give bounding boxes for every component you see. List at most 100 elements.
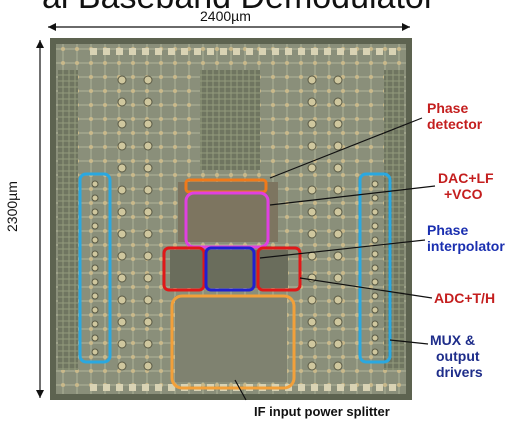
via-circle <box>143 141 153 151</box>
via-circle <box>91 250 99 258</box>
via-circle <box>307 141 317 151</box>
via-circle <box>143 163 153 173</box>
leader-lines <box>234 117 436 401</box>
bond-pad <box>168 48 175 55</box>
bond-pad <box>324 48 331 55</box>
via-circle <box>333 207 343 217</box>
via-circle <box>117 141 127 151</box>
via-circle <box>91 320 99 328</box>
via-circle <box>143 295 153 305</box>
phase-interpolator-box <box>204 246 256 292</box>
via-circle <box>143 185 153 195</box>
bond-pad <box>376 384 383 391</box>
via-circle <box>333 317 343 327</box>
bond-pad <box>168 384 175 391</box>
via-circle <box>91 222 99 230</box>
via-circle <box>143 75 153 85</box>
bond-pad <box>311 48 318 55</box>
bond-pad <box>116 384 123 391</box>
via-circle <box>333 229 343 239</box>
via-circle <box>91 180 99 188</box>
bond-pad <box>363 48 370 55</box>
via-circle <box>91 264 99 272</box>
via-circle <box>333 185 343 195</box>
bond-pad <box>246 48 253 55</box>
via-circle <box>117 273 127 283</box>
width-label: 2400µm <box>200 8 251 24</box>
via-circle <box>307 97 317 107</box>
mux-left-box <box>78 172 112 364</box>
if-splitter-label: IF input power splitter <box>254 404 390 419</box>
via-circle <box>307 295 317 305</box>
via-circle <box>307 119 317 129</box>
bond-pad <box>90 48 97 55</box>
via-circle <box>117 251 127 261</box>
bond-pad <box>181 48 188 55</box>
via-circle <box>333 163 343 173</box>
via-circle <box>371 180 379 188</box>
via-circle <box>333 251 343 261</box>
bond-pad <box>142 384 149 391</box>
via-circle <box>307 339 317 349</box>
bond-pad <box>103 48 110 55</box>
via-circle <box>143 207 153 217</box>
width-dimension <box>48 23 410 31</box>
adc-right-box <box>256 246 302 292</box>
page-title: al Baseband Demodulator <box>42 0 435 17</box>
bond-pad <box>350 48 357 55</box>
mux-output-label: MUX & output drivers <box>430 332 483 380</box>
height-dimension <box>36 40 44 398</box>
via-circle <box>371 278 379 286</box>
via-circle <box>371 334 379 342</box>
via-circle <box>91 236 99 244</box>
bond-pad <box>363 384 370 391</box>
via-circle <box>91 306 99 314</box>
via-circle <box>117 295 127 305</box>
via-circle <box>117 317 127 327</box>
bond-pad <box>389 384 396 391</box>
via-circle <box>91 334 99 342</box>
mux-right-box <box>358 172 392 364</box>
via-circle <box>143 317 153 327</box>
via-circle <box>307 229 317 239</box>
via-circle <box>307 361 317 371</box>
via-circle <box>91 194 99 202</box>
bond-pad <box>129 384 136 391</box>
via-circle <box>117 207 127 217</box>
via-circle <box>371 236 379 244</box>
via-circle <box>307 163 317 173</box>
via-circle <box>333 75 343 85</box>
bond-pad <box>220 48 227 55</box>
via-circle <box>143 339 153 349</box>
via-circle <box>371 306 379 314</box>
bond-pad <box>155 48 162 55</box>
bond-pad <box>207 48 214 55</box>
via-circle <box>333 119 343 129</box>
via-circle <box>117 119 127 129</box>
via-circle <box>333 339 343 349</box>
bond-pad <box>389 48 396 55</box>
chip-die <box>50 38 412 400</box>
via-circle <box>143 229 153 239</box>
height-label: 2300µm <box>4 181 20 232</box>
via-circle <box>117 163 127 173</box>
bond-pad <box>142 48 149 55</box>
via-circle <box>91 348 99 356</box>
via-circle <box>143 97 153 107</box>
phase-detector-label: Phase detector <box>427 100 483 132</box>
via-circle <box>117 185 127 195</box>
bond-pad <box>285 48 292 55</box>
via-circle <box>143 119 153 129</box>
via-circle <box>117 97 127 107</box>
via-circle <box>371 250 379 258</box>
bond-pad <box>298 384 305 391</box>
via-circle <box>143 251 153 261</box>
bond-pad <box>350 384 357 391</box>
bond-pad <box>90 384 97 391</box>
via-circle <box>371 320 379 328</box>
via-circle <box>307 317 317 327</box>
bond-pad <box>311 384 318 391</box>
bond-pad <box>337 384 344 391</box>
via-circle <box>143 273 153 283</box>
